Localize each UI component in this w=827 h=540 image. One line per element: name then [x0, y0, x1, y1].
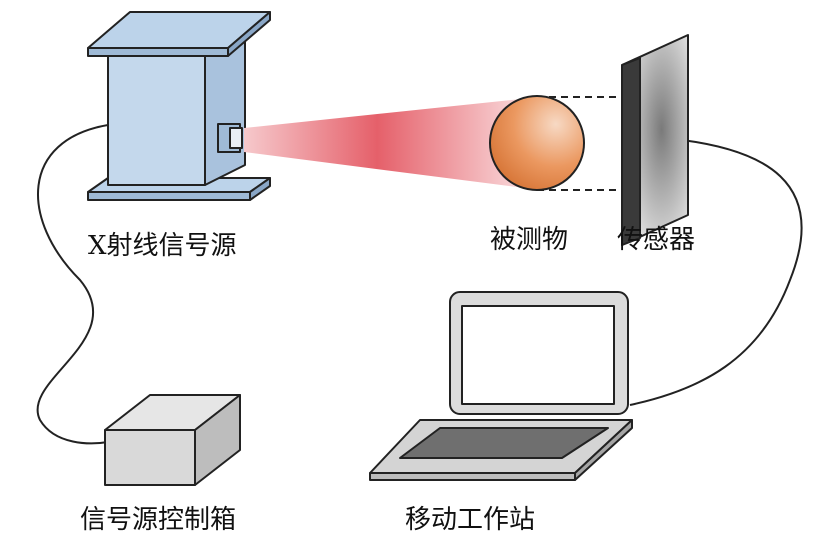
test-object-sphere [489, 95, 585, 191]
sensor-icon [621, 34, 689, 246]
label-controller: 信号源控制箱 [80, 505, 236, 535]
cable-sensor-workstation [629, 139, 803, 406]
label-sensor: 传感器 [617, 225, 695, 255]
laptop-icon [369, 291, 633, 481]
xray-beam [244, 97, 540, 190]
xray-source-icon [87, 11, 271, 201]
label-xray-source: X射线信号源 [88, 231, 237, 261]
controller-box-icon [104, 394, 241, 486]
label-test-object: 被测物 [490, 225, 568, 255]
label-workstation: 移动工作站 [405, 505, 535, 535]
cable-source-controller [36, 124, 109, 445]
